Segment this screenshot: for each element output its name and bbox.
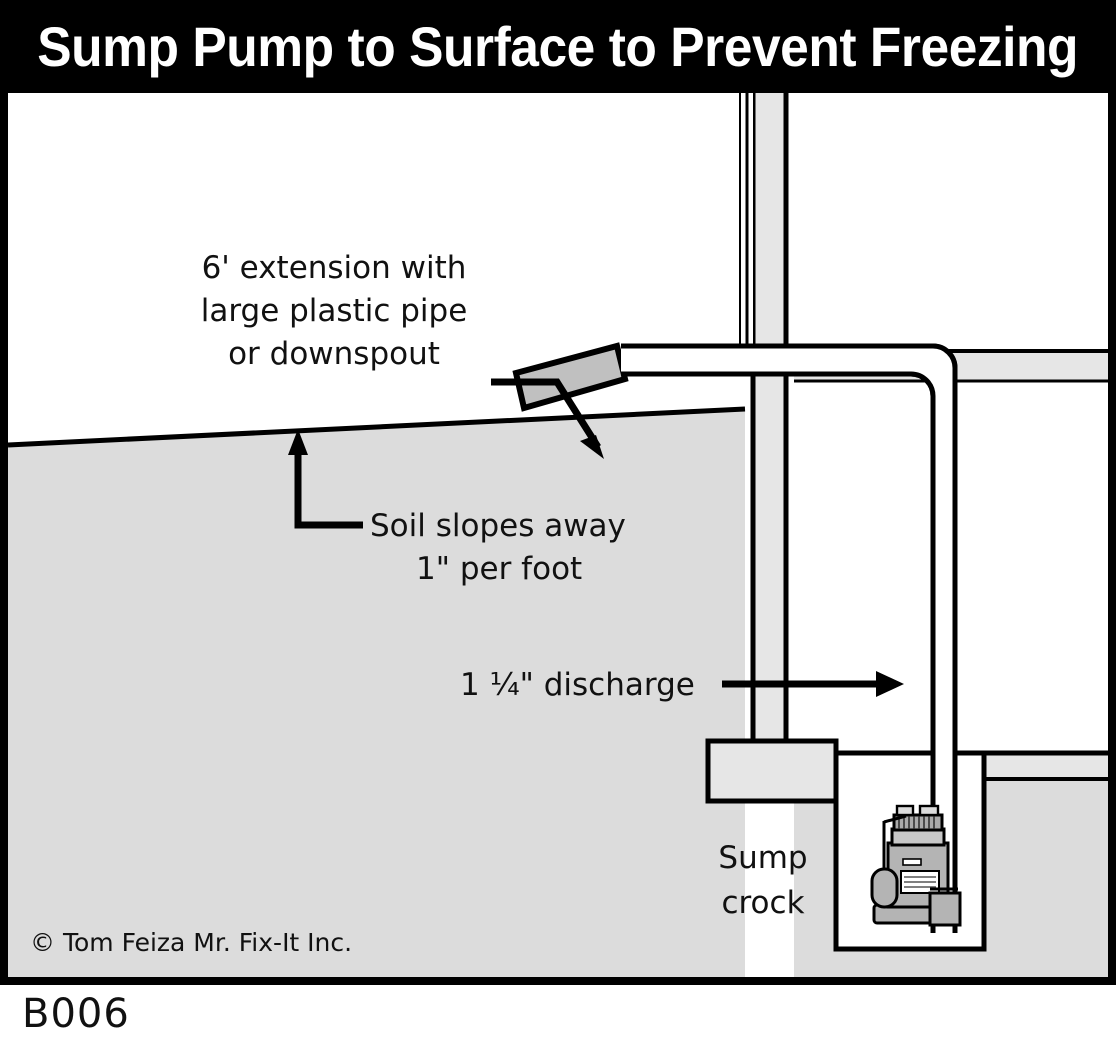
soil-grade-line <box>8 406 746 448</box>
pump-cap-right <box>918 804 940 817</box>
extension-pipe-body <box>512 342 629 412</box>
discharge-pipe <box>621 343 958 933</box>
soil-label-line2: 1" per foot <box>416 551 582 587</box>
sump-pump-diagram: 6' extension with large plastic pipe or … <box>8 93 1108 977</box>
extension-leader <box>491 378 604 459</box>
extension-annotation: 6' extension with large plastic pipe or … <box>201 250 468 372</box>
discharge-pipe-outer-wall-top <box>621 343 958 933</box>
crock-annotation: Sump crock <box>718 840 807 921</box>
footing <box>705 738 839 804</box>
extension-leader-line <box>491 378 601 449</box>
pipe-foot-block <box>928 891 962 927</box>
pump-nameplate <box>902 858 922 866</box>
page-title: Sump Pump to Surface to Prevent Freezing <box>37 14 1079 78</box>
discharge-leader-arrowhead <box>876 671 904 697</box>
pump-cap-left <box>895 804 915 817</box>
soil-leader-line <box>294 445 363 529</box>
sump-pump <box>870 804 962 927</box>
extension-label-line3: or downspout <box>228 336 440 372</box>
extension-label-line2: large plastic pipe <box>201 293 468 329</box>
copyright-text: © Tom Feiza Mr. Fix-It Inc. <box>30 928 352 957</box>
soil-annotation: Soil slopes away 1" per foot <box>370 508 626 587</box>
float-switch <box>870 867 899 909</box>
discharge-pipe-inner-wall-top <box>621 371 936 933</box>
soil-leader <box>288 429 363 529</box>
foundation-wall <box>753 93 786 757</box>
discharge-annotation: 1 ¼" discharge <box>460 667 904 703</box>
crock-label-line1: Sump <box>718 840 807 876</box>
extension-label-line1: 6' extension with <box>202 250 467 286</box>
diagram-canvas: 6' extension with large plastic pipe or … <box>8 93 1108 977</box>
soil-label-line1: Soil slopes away <box>370 508 626 544</box>
soil-fill-left <box>8 409 745 977</box>
crock-label-line2: crock <box>721 885 804 921</box>
discharge-label: 1 ¼" discharge <box>460 667 695 703</box>
soil-leader-arrowhead <box>288 429 308 455</box>
pump-motor-ribs <box>892 813 944 832</box>
float-rod-arm <box>883 814 907 824</box>
extension-pipe <box>512 342 629 412</box>
figure-code: B006 <box>22 991 130 1037</box>
extension-leader-arrowhead <box>580 435 604 459</box>
title-bar: Sump Pump to Surface to Prevent Freezing <box>0 0 1116 93</box>
